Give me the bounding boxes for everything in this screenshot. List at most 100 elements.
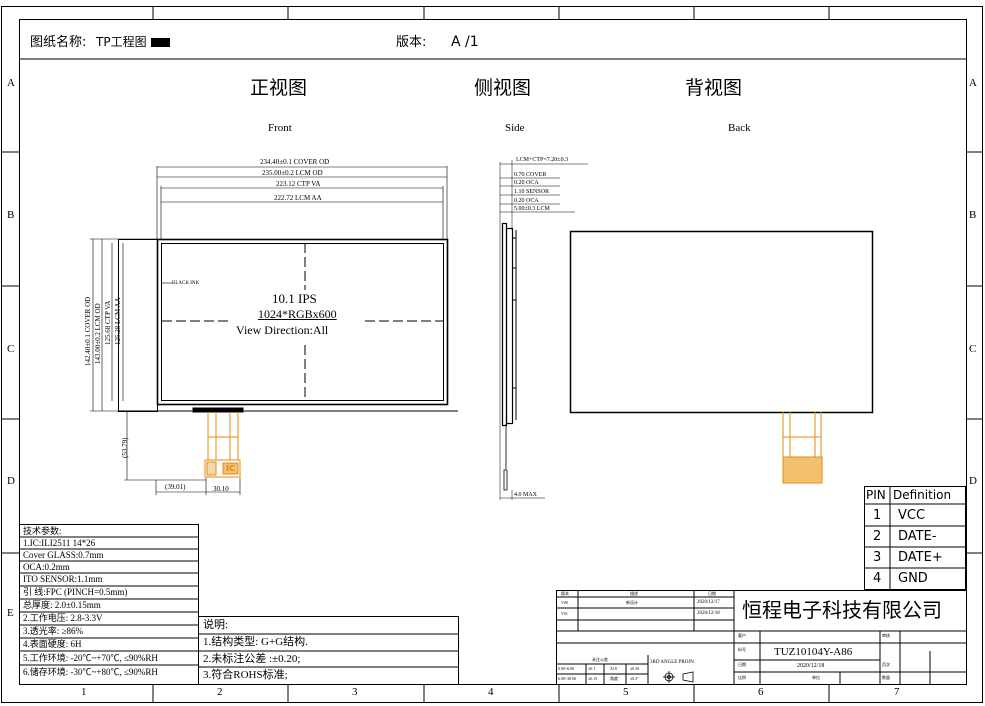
version-value: A /1	[451, 34, 479, 50]
drawing-name-value: TP工程图	[96, 35, 147, 49]
row-label-d-right: D	[969, 475, 977, 487]
tol-r2-c3: 角度	[610, 676, 618, 681]
pin-3: 3	[873, 550, 882, 565]
vdim-lcm-aa: 125.28 LCM AA	[114, 297, 122, 345]
label-page: 页次	[882, 662, 890, 667]
vdim-cover-od: 142.40±0.1 COVER OD	[84, 296, 92, 366]
notes-title: 说明:	[203, 619, 229, 631]
fpc-dim-width: 30.10	[213, 485, 229, 493]
row-label-e: E	[7, 607, 14, 619]
side-dim-oca2: 0.20 OCA	[514, 198, 539, 204]
view-direction-label: View Direction:All	[236, 323, 329, 337]
company-name: 恒程电子科技有限公司	[742, 598, 942, 622]
note-line-1: 1.结构类型: G+G结构.	[203, 636, 308, 648]
label-part-no: 料号	[738, 647, 746, 652]
definition-header: Definition	[893, 488, 952, 502]
label-date: 日期	[738, 662, 746, 667]
spec-line-3: OCA:0.2mm	[23, 562, 70, 572]
col-label-5: 5	[623, 686, 629, 698]
spec-line-4: ITO SENSOR:1.1mm	[23, 574, 103, 584]
pin-3-def: DATE+	[898, 550, 943, 565]
side-dim-max: 4.0 MAX	[514, 492, 538, 498]
part-number: TUZ10104Y-A86	[774, 646, 853, 658]
specs-title: 技术参数:	[23, 526, 62, 536]
spec-line-9: 4.表面硬度: 6H	[23, 639, 82, 649]
side-dim-oca1: 0.20 OCA	[514, 180, 539, 186]
side-view-subtitle: Side	[505, 122, 525, 134]
back-view-subtitle: Back	[728, 122, 751, 134]
side-view-title: 侧视图	[474, 77, 532, 99]
ic-label: IC	[226, 464, 235, 473]
col-label-2: 2	[217, 686, 223, 698]
projection-label: 3RD ANGLE PROJN	[650, 660, 694, 665]
tol-r2-c1: 6.00~30.00	[558, 676, 577, 681]
col-label-4: 4	[488, 686, 494, 698]
rev-header-date: 日期	[708, 591, 716, 596]
back-view-title: 背视图	[685, 77, 743, 99]
fpc-dim-offset: (39.01)	[165, 483, 186, 491]
redacted-block	[151, 38, 170, 47]
side-dim-cover: 0.70 COVER	[514, 172, 547, 178]
label-customer: 客户	[738, 633, 746, 638]
vdim-lcm-od: 143.00±0.2 LCM OD	[94, 303, 102, 364]
col-label-7: 7	[894, 686, 900, 698]
outer-frame	[1, 6, 983, 703]
dim-cover-od: 234.40±0.1 COVER OD	[260, 158, 330, 166]
rev-header-version: 版本	[561, 591, 569, 596]
tol-r1-c1: 0.00~6.00	[558, 666, 575, 671]
rev-row2-version: V01	[561, 611, 568, 616]
front-view-subtitle: Front	[268, 122, 292, 134]
dim-lcm-aa: 222.72 LCM AA	[274, 194, 322, 202]
spec-line-2: Cover GLASS:0.7mm	[23, 550, 104, 560]
tol-r2-c2: ±0.15	[588, 676, 598, 681]
note-line-2: 2.未标注公差 :±0.20;	[203, 653, 301, 665]
tol-r1-c2: ±0.1	[588, 666, 596, 671]
note-line-3: 3.符合ROHS标准;	[203, 669, 288, 681]
tol-r2-c4: ±0.3°	[630, 676, 639, 681]
label-qty: 数量	[882, 675, 890, 680]
col-label-1: 1	[81, 686, 87, 698]
row-label-b-right: B	[969, 209, 977, 221]
pin-1: 1	[873, 508, 882, 523]
row-label-a: A	[7, 77, 15, 89]
row-label-c: C	[7, 343, 15, 355]
fpc-dim-height: (53.79)	[121, 437, 129, 458]
spec-line-11: 6.储存环境: -30℃~+80℃, ≤90%RH	[23, 667, 158, 677]
title-date: 2020/12/18	[797, 663, 825, 669]
projection-symbol	[663, 671, 694, 683]
side-dim-sensor: 1.10 SENSOR	[514, 189, 550, 195]
vdim-ctp-va: 125.68 CTP VA	[104, 300, 112, 345]
row-label-c-right: C	[969, 343, 977, 355]
tolerance-title: 未注公差	[592, 657, 608, 662]
rev-header-desc: 描述	[630, 591, 638, 596]
rev-row1-version: V00	[561, 600, 568, 605]
tol-r1-c4: ±0.30	[630, 666, 640, 671]
row-label-b: B	[7, 209, 15, 221]
drawing-name-label: 图纸名称:	[30, 35, 87, 50]
label-review: 审核	[882, 633, 890, 638]
label-scale: 比例	[738, 675, 746, 680]
row-label-d: D	[7, 475, 15, 487]
spec-line-1: 1.IC:ILI2511 14*26	[23, 538, 96, 548]
dim-ctp-va: 223.12 CTP VA	[276, 180, 321, 188]
row-label-a-right: A	[969, 77, 977, 89]
inner-frame	[19, 19, 967, 685]
dim-lcm-od: 235.00±0.2 LCM OD	[262, 169, 323, 177]
side-dim-lcm: 5.00±0.3 LCM	[514, 206, 550, 212]
spec-line-7: 2.工作电压: 2.8-3.3V	[23, 613, 103, 623]
rev-row1-date: 2020/12/17	[697, 600, 720, 605]
pin-1-def: VCC	[898, 508, 926, 523]
spec-line-5: 引 线:FPC (PINCH=0.5mm)	[23, 587, 128, 597]
col-label-3: 3	[352, 686, 358, 698]
spec-line-10: 5.工作环境: -20℃~+70℃, ≤90%RH	[23, 653, 158, 663]
screen-size-label: 10.1 IPS	[272, 291, 317, 306]
pin-2-def: DATE-	[898, 529, 937, 544]
pin-header: PIN	[866, 488, 886, 502]
label-unit: 单位	[812, 675, 820, 680]
front-view-title: 正视图	[250, 77, 308, 99]
tol-r1-c3: X10	[610, 666, 617, 671]
rev-row1-desc: 新设计	[626, 600, 638, 605]
side-dim-total: LCM+CTP=7.20±0.3	[516, 157, 569, 163]
col-label-6: 6	[758, 686, 764, 698]
